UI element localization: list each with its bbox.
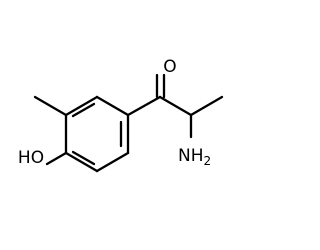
carbonyl-to-alpha-carbon-bond	[158, 95, 193, 117]
methyl-bond	[33, 95, 68, 117]
hydroxyl-bond	[45, 151, 68, 166]
ring-bond-bottom-right	[95, 151, 130, 173]
hydroxyl-label: HO	[18, 148, 44, 168]
amine-nh: NH	[178, 146, 204, 166]
amine-label: NH2	[178, 146, 211, 168]
ring-double-bond-bottom	[71, 150, 96, 166]
ring-to-carbonyl-bond	[126, 95, 162, 117]
ring-bond-top-right	[95, 95, 130, 117]
amine-subscript: 2	[204, 154, 212, 168]
ring-bond-bottom-left	[64, 151, 99, 173]
alpha-methyl-bond	[189, 95, 224, 117]
ring-bond-top-left	[64, 95, 99, 117]
benzene-ring	[64, 95, 130, 173]
ring-double-bond-top	[71, 102, 96, 118]
carbonyl-oxygen-label: O	[163, 57, 176, 77]
molecule-structure: HO O NH2	[18, 57, 224, 173]
